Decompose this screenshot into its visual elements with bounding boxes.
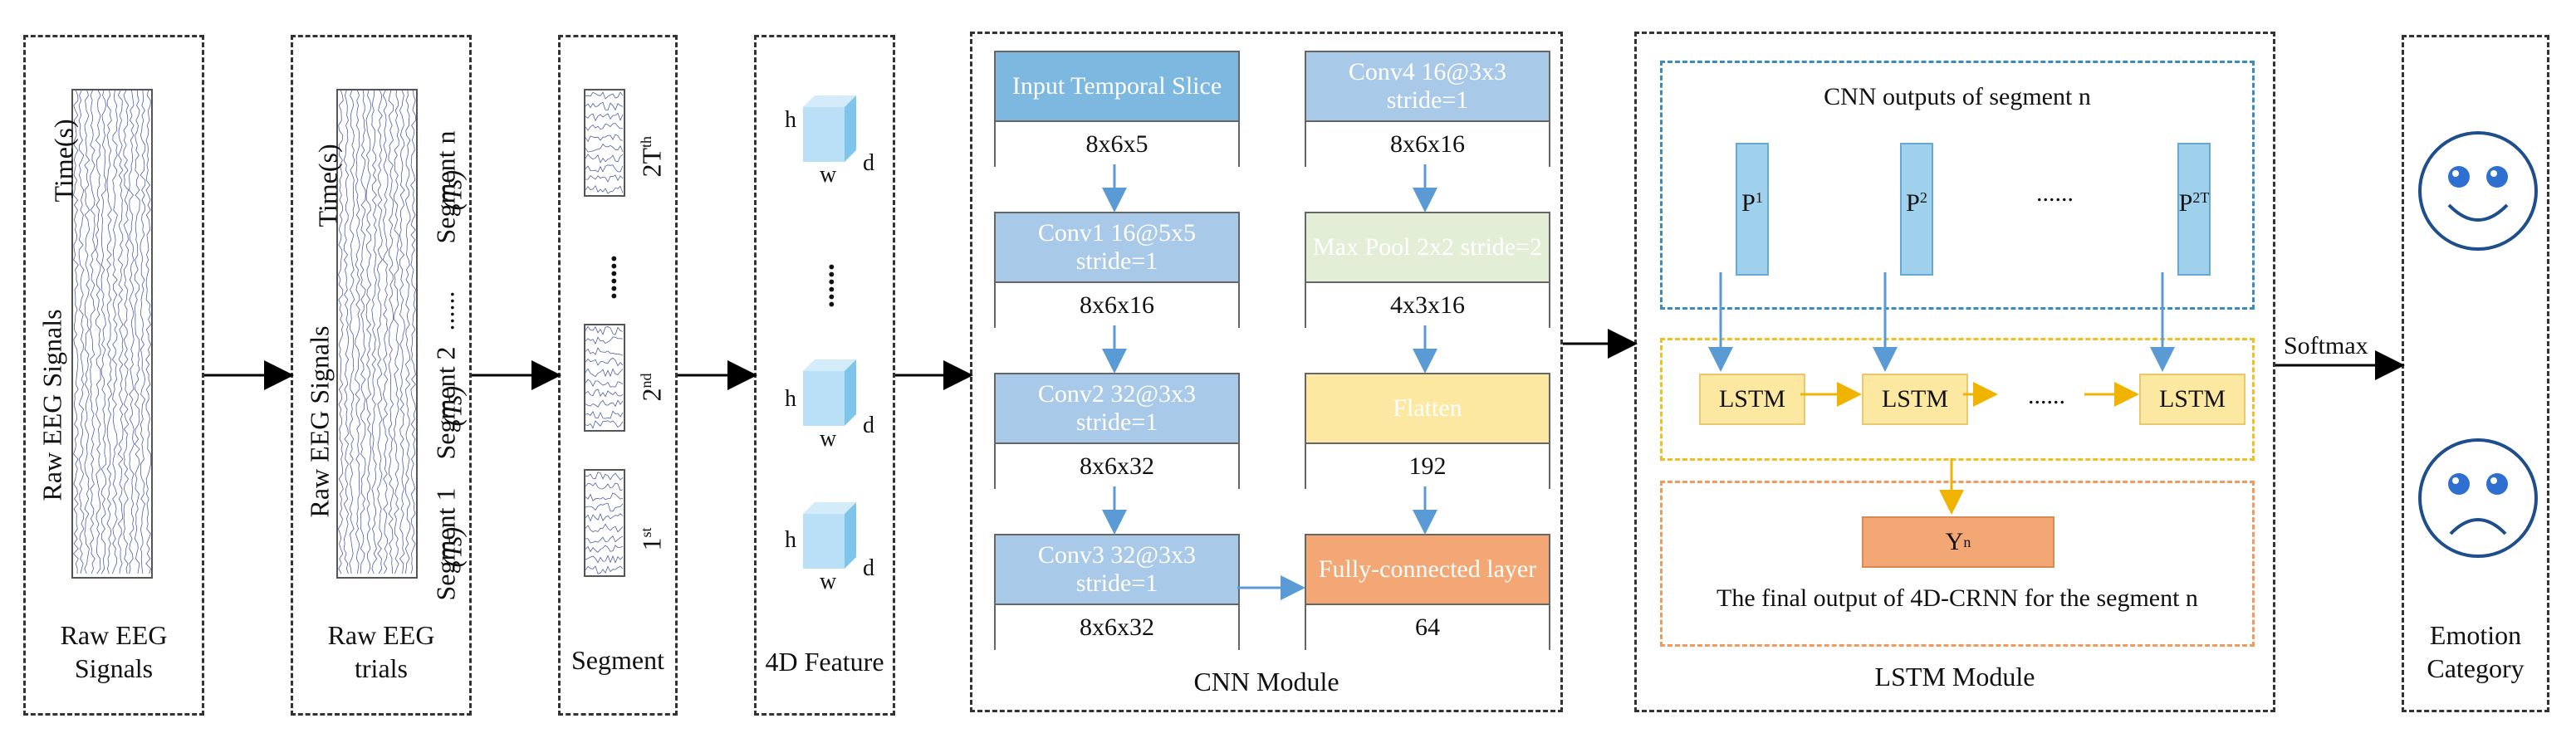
segment-2t-label: 2Tth — [636, 135, 667, 178]
feature-top-d: d — [863, 150, 874, 176]
emotion-stage: Emotion Category — [2402, 35, 2549, 712]
raw-trials-signal-axis-label: Raw EEG Signals — [304, 325, 335, 518]
sad-face-icon — [2418, 438, 2538, 558]
feature-top-w: w — [820, 162, 837, 188]
conv2-block: Conv2 32@3x3 stride=1 8x6x32 — [994, 373, 1240, 489]
happy-face-icon — [2418, 131, 2538, 251]
segment-n-ts-label: (Ts) — [437, 169, 468, 211]
feature-bot-d: d — [863, 555, 874, 581]
segment-stage: 2Tth 2nd 1st ...... Segment — [558, 35, 678, 716]
feature-cube-middle — [803, 359, 856, 426]
segment-1st-thumb — [584, 469, 625, 577]
lstm-dots: ...... — [2028, 382, 2065, 409]
emotion-category-label: Emotion Category — [2427, 620, 2525, 683]
segment-dots: ...... — [590, 255, 623, 300]
raw-trials-time-axis-label: Time(s) — [312, 144, 343, 227]
raw-signals-signal-axis-label: Raw EEG Signals — [37, 309, 67, 501]
cnn-module-label: CNN Module — [1193, 667, 1339, 696]
softmax-label: Softmax — [2284, 332, 2368, 359]
raw-signals-stage: Time(s) Raw EEG Signals Raw EEG Signals — [23, 35, 204, 716]
lstm-cell-1: LSTM — [1699, 374, 1805, 425]
flatten-block: Flatten 192 — [1305, 373, 1550, 489]
raw-signals-time-axis-label: Time(s) — [48, 119, 79, 203]
lstm-cell-2t: LSTM — [2139, 374, 2245, 425]
segment-dots: ...... — [429, 291, 460, 331]
input-temporal-slice-block: Input Temporal Slice 8x6x5 — [994, 51, 1240, 167]
raw-eeg-trial-plot — [336, 89, 418, 579]
p-dots: ...... — [2036, 179, 2074, 207]
lstm-module-label: LSTM Module — [1874, 662, 2035, 692]
feature-mid-d: d — [863, 413, 874, 438]
conv3-block: Conv3 32@3x3 stride=1 8x6x32 — [994, 534, 1240, 650]
cnn-module: Input Temporal Slice 8x6x5 Conv1 16@5x5 … — [970, 32, 1563, 712]
segment-1st-label: 1st — [636, 527, 667, 551]
maxpool-block: Max Pool 2x2 stride=2 4x3x16 — [1305, 212, 1550, 328]
segment-label: Segment — [571, 645, 664, 675]
segment-1-ts-label: (Ts) — [437, 526, 468, 568]
feature-mid-w: w — [820, 426, 837, 452]
segment-2nd-label: 2nd — [636, 373, 667, 402]
feature-dots: ...... — [807, 263, 840, 308]
segment-2t-thumb — [584, 89, 625, 197]
raw-signals-label: Raw EEG Signals — [60, 620, 168, 683]
feature-mid-h: h — [785, 386, 796, 412]
raw-eeg-signal-plot — [71, 89, 153, 579]
feature-label: 4D Feature — [765, 647, 884, 677]
conv1-block: Conv1 16@5x5 stride=1 8x6x16 — [994, 212, 1240, 328]
raw-trials-label: Raw EEG trials — [327, 620, 435, 683]
feature-top-h: h — [785, 107, 796, 133]
lstm-cell-2: LSTM — [1862, 374, 1968, 425]
segment-2nd-thumb — [584, 324, 625, 432]
final-output-caption: The final output of 4D-CRNN for the segm… — [1717, 584, 2198, 612]
fully-connected-block: Fully-connected layer 64 — [1305, 534, 1550, 650]
feature-bot-w: w — [820, 569, 837, 594]
conv4-block: Conv4 16@3x3 stride=1 8x6x16 — [1305, 51, 1550, 167]
feature-stage: h w d ...... h w d h w d 4D Feature — [754, 35, 895, 716]
feature-cube-top — [803, 95, 856, 162]
lstm-chain-box: LSTM LSTM ...... LSTM — [1660, 338, 2255, 461]
raw-trials-stage: Time(s) Raw EEG Signals Segment n (Ts) .… — [291, 35, 472, 716]
segment-2-ts-label: (Ts) — [437, 385, 468, 427]
cnn-outputs-title: CNN outputs of segment n — [1824, 83, 2091, 110]
feature-bot-h: h — [785, 527, 796, 553]
feature-cube-bottom — [803, 502, 856, 569]
